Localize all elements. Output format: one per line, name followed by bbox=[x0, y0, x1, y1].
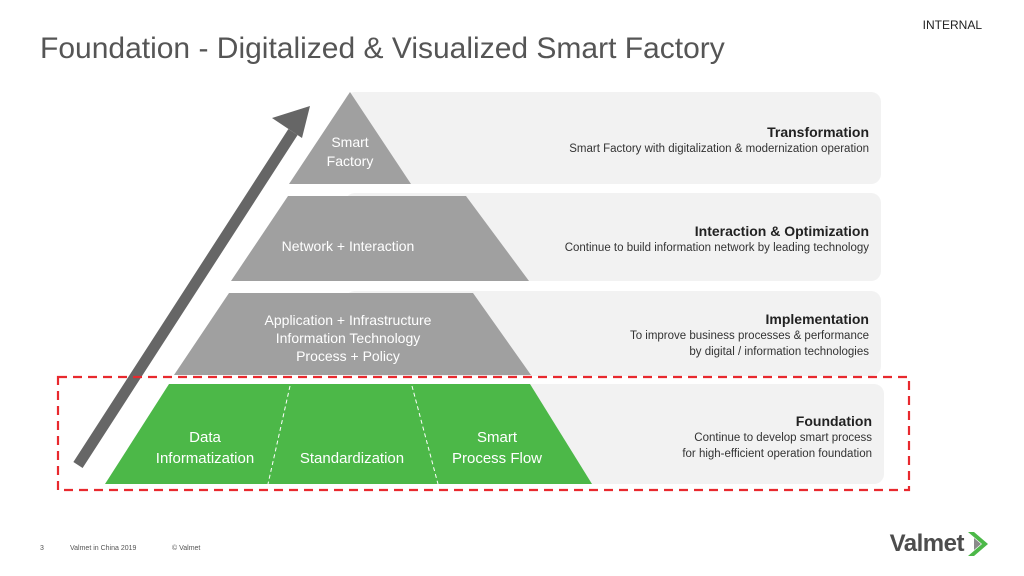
level-top-line1: Smart bbox=[331, 134, 369, 150]
page-title: Foundation - Digitalized & Visualized Sm… bbox=[40, 32, 725, 65]
pyramid-level-network bbox=[231, 196, 529, 281]
classification-label: INTERNAL bbox=[922, 18, 982, 32]
footer-copyright: © Valmet bbox=[172, 545, 201, 552]
segment-divider bbox=[411, 385, 439, 485]
level-top-label: Smart Factory bbox=[300, 133, 400, 171]
panel-description: for high-efficient operation foundation bbox=[682, 448, 872, 460]
panel-description: To improve business processes & performa… bbox=[629, 330, 869, 342]
panel-transformation: Transformation Smart Factory with digita… bbox=[449, 123, 869, 157]
panel-description: Continue to develop smart process bbox=[694, 432, 872, 444]
pyramid-level-application bbox=[174, 293, 531, 375]
panel-description: by digital / information technologies bbox=[689, 346, 869, 358]
panel-foundation: Foundation Continue to develop smart pro… bbox=[452, 412, 872, 462]
panel-implementation: Implementation To improve business proce… bbox=[449, 310, 869, 360]
panel-description: Smart Factory with digitalization & mode… bbox=[569, 143, 869, 155]
panel-description: Continue to build information network by… bbox=[564, 242, 869, 254]
panel-bg-transformation bbox=[345, 92, 881, 184]
panel-interaction: Interaction & Optimization Continue to b… bbox=[449, 222, 869, 256]
panel-heading: Foundation bbox=[795, 413, 872, 429]
panel-heading: Transformation bbox=[767, 124, 869, 140]
segment-process-line2: Process Flow bbox=[451, 450, 543, 467]
level-application-line2: Information Technology bbox=[275, 330, 421, 346]
level-top-line2: Factory bbox=[326, 153, 374, 169]
level-application-line1: Application + Infrastructure bbox=[264, 312, 432, 328]
foundation-highlight-box bbox=[56, 375, 911, 492]
level-application-line3: Process + Policy bbox=[296, 348, 400, 364]
segment-standardization-label: Standardization bbox=[299, 450, 405, 467]
segment-process-line1: Smart bbox=[476, 429, 517, 446]
pyramid-level-foundation bbox=[105, 384, 592, 484]
logo-chevron-icon bbox=[968, 532, 988, 556]
segment-process-label: Smart Process Flow bbox=[432, 427, 562, 469]
segment-data-line2: Informatization bbox=[155, 450, 255, 467]
page-number: 3 bbox=[40, 545, 44, 552]
segment-data-line1: Data bbox=[189, 429, 221, 446]
panel-heading: Implementation bbox=[765, 311, 869, 327]
segment-data-label: Data Informatization bbox=[140, 427, 270, 469]
growth-arrow-shaft bbox=[73, 129, 298, 468]
level-network-label: Network + Interaction bbox=[281, 238, 415, 254]
growth-arrow-head bbox=[272, 106, 310, 138]
panel-heading: Interaction & Optimization bbox=[694, 223, 869, 239]
logo-text: Valmet bbox=[889, 530, 965, 557]
level-application-label: Application + Infrastructure Information… bbox=[228, 311, 468, 365]
footer-event: Valmet in China 2019 bbox=[70, 545, 137, 552]
valmet-logo: Valmet bbox=[890, 530, 994, 558]
segment-divider bbox=[267, 385, 291, 485]
pyramid-level-top bbox=[289, 92, 411, 184]
